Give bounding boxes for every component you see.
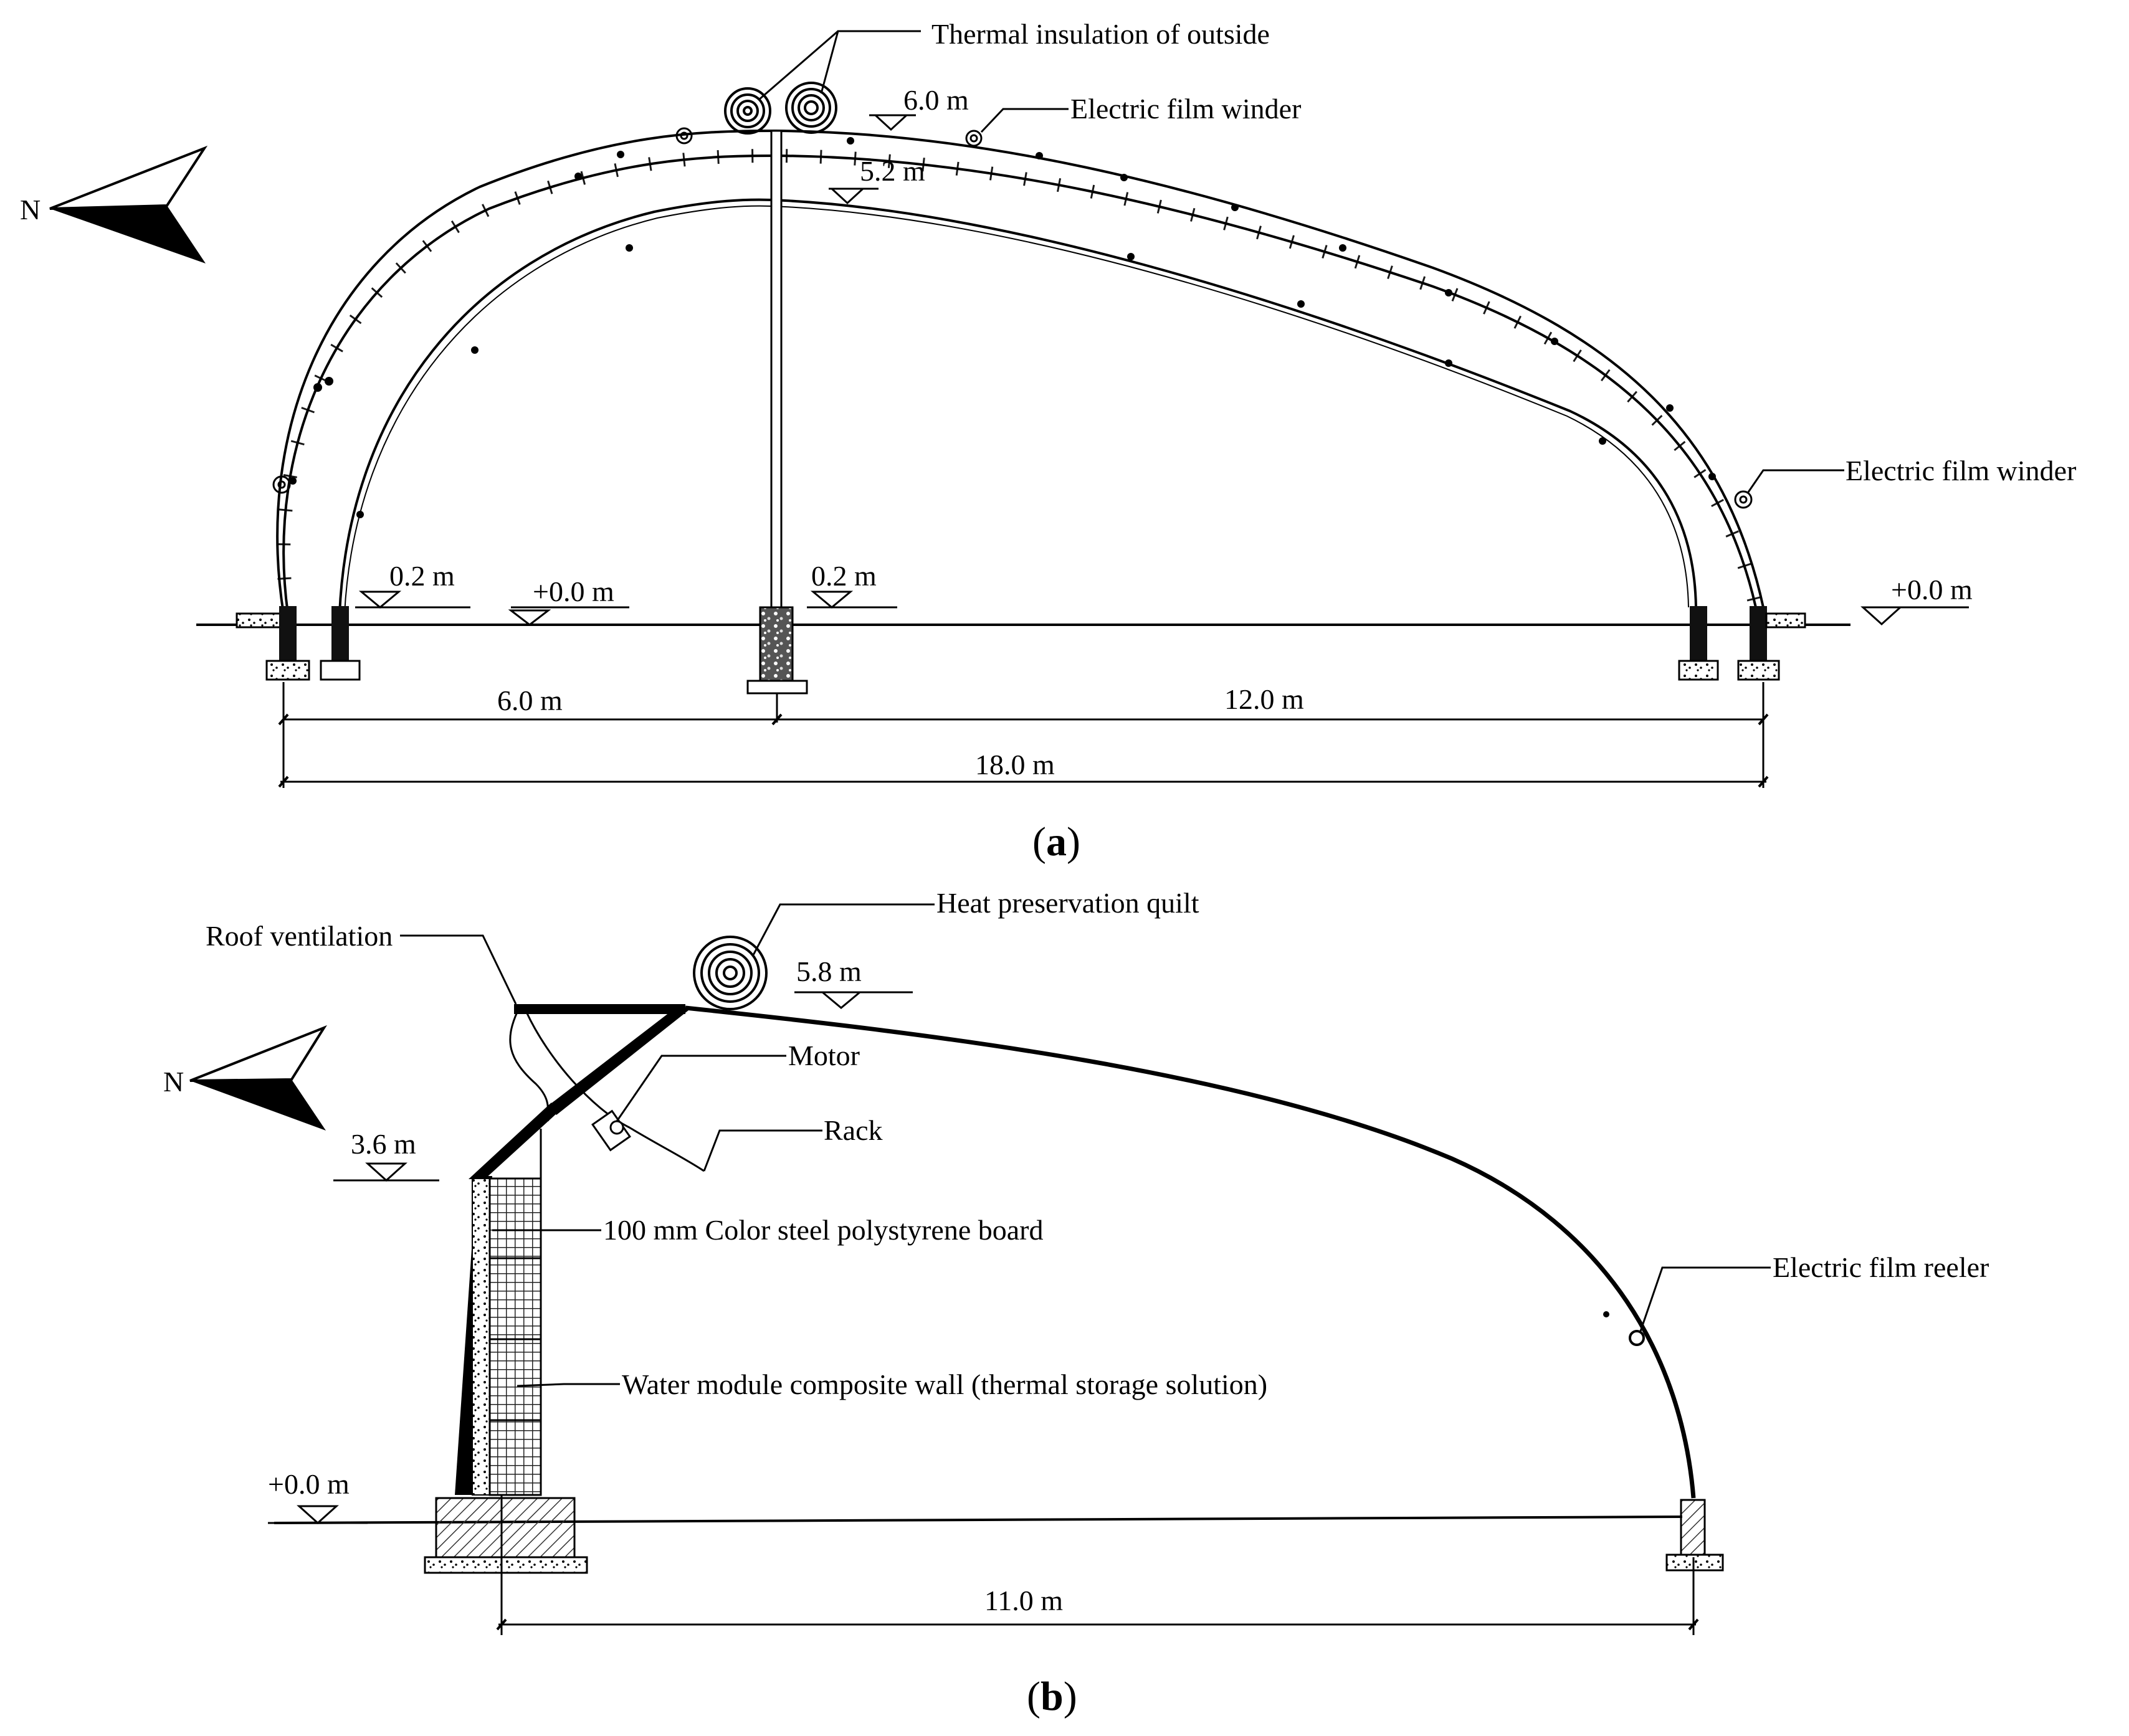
level-ground-b: +0.0 m bbox=[268, 1468, 350, 1500]
east-foundation bbox=[1665, 1499, 1724, 1572]
roof-ventilation-label: Roof ventilation bbox=[206, 920, 393, 952]
north-wall bbox=[424, 1129, 588, 1574]
north-label-b: N bbox=[163, 1066, 184, 1098]
panel-a: N bbox=[20, 18, 2076, 865]
winder-right-label: Electric film winder bbox=[1846, 455, 2076, 486]
winder-top-leader bbox=[980, 108, 1069, 133]
motor-label: Motor bbox=[788, 1040, 860, 1071]
north-arrow-b: N bbox=[163, 1025, 327, 1131]
central-column bbox=[746, 130, 808, 723]
film-reeler-icon bbox=[1603, 1311, 1645, 1346]
north-label-a: N bbox=[20, 194, 40, 225]
level-ridge-b: 5.8 m bbox=[796, 956, 862, 987]
level-inner-ridge-a: 5.2 m bbox=[860, 155, 925, 187]
left-foundations bbox=[236, 606, 361, 681]
caption-a: (a) bbox=[1032, 819, 1080, 865]
roof-film bbox=[685, 1005, 1696, 1499]
color-steel-label: 100 mm Color steel polystyrene board bbox=[603, 1214, 1044, 1246]
dimension-lines-a bbox=[278, 682, 1769, 788]
winder-right-leader bbox=[1747, 469, 1844, 493]
right-foundations bbox=[1678, 606, 1806, 681]
heat-quilt-roll bbox=[693, 936, 768, 1010]
winder-icons-a bbox=[272, 127, 1753, 509]
dim-span-b: 11.0 m bbox=[984, 1585, 1063, 1616]
panel-b: N bbox=[163, 887, 1989, 1719]
vent-film bbox=[509, 1012, 550, 1122]
film-reeler-label: Electric film reeler bbox=[1773, 1251, 1989, 1283]
insulation-label: Thermal insulation of outside bbox=[931, 18, 1270, 50]
level-ridge-a: 6.0 m bbox=[903, 84, 969, 116]
motor-icon bbox=[591, 1109, 631, 1152]
arch-clips bbox=[289, 137, 1716, 518]
level-ground-left: +0.0 m bbox=[533, 576, 614, 607]
insulation-leader bbox=[758, 30, 921, 101]
outer-arch bbox=[276, 129, 1765, 615]
leaders-b bbox=[400, 903, 1771, 1387]
rack-label: Rack bbox=[824, 1114, 883, 1146]
winder-top-label: Electric film winder bbox=[1070, 93, 1301, 125]
water-wall-label: Water module composite wall (thermal sto… bbox=[622, 1368, 1267, 1400]
dim-north-span: 12.0 m bbox=[1224, 683, 1304, 715]
roof-frame bbox=[469, 1004, 688, 1179]
inner-arch bbox=[338, 198, 1697, 614]
level-markers-a bbox=[355, 114, 1969, 626]
dim-south-span: 6.0 m bbox=[497, 685, 563, 716]
level-column: 0.2 m bbox=[811, 560, 877, 592]
level-left-inner: 0.2 m bbox=[389, 560, 455, 592]
north-arrow-a: N bbox=[20, 145, 208, 263]
level-ground-right: +0.0 m bbox=[1891, 574, 1973, 605]
insulation-rolls bbox=[724, 82, 837, 135]
heat-quilt-label: Heat preservation quilt bbox=[936, 887, 1199, 919]
inner-arch-b bbox=[344, 205, 1689, 614]
caption-b: (b) bbox=[1027, 1674, 1077, 1719]
level-wall-b: 3.6 m bbox=[351, 1128, 416, 1160]
dim-total: 18.0 m bbox=[975, 749, 1055, 780]
level-markers-b bbox=[268, 991, 913, 1525]
dimension-line-b bbox=[496, 1495, 1699, 1635]
